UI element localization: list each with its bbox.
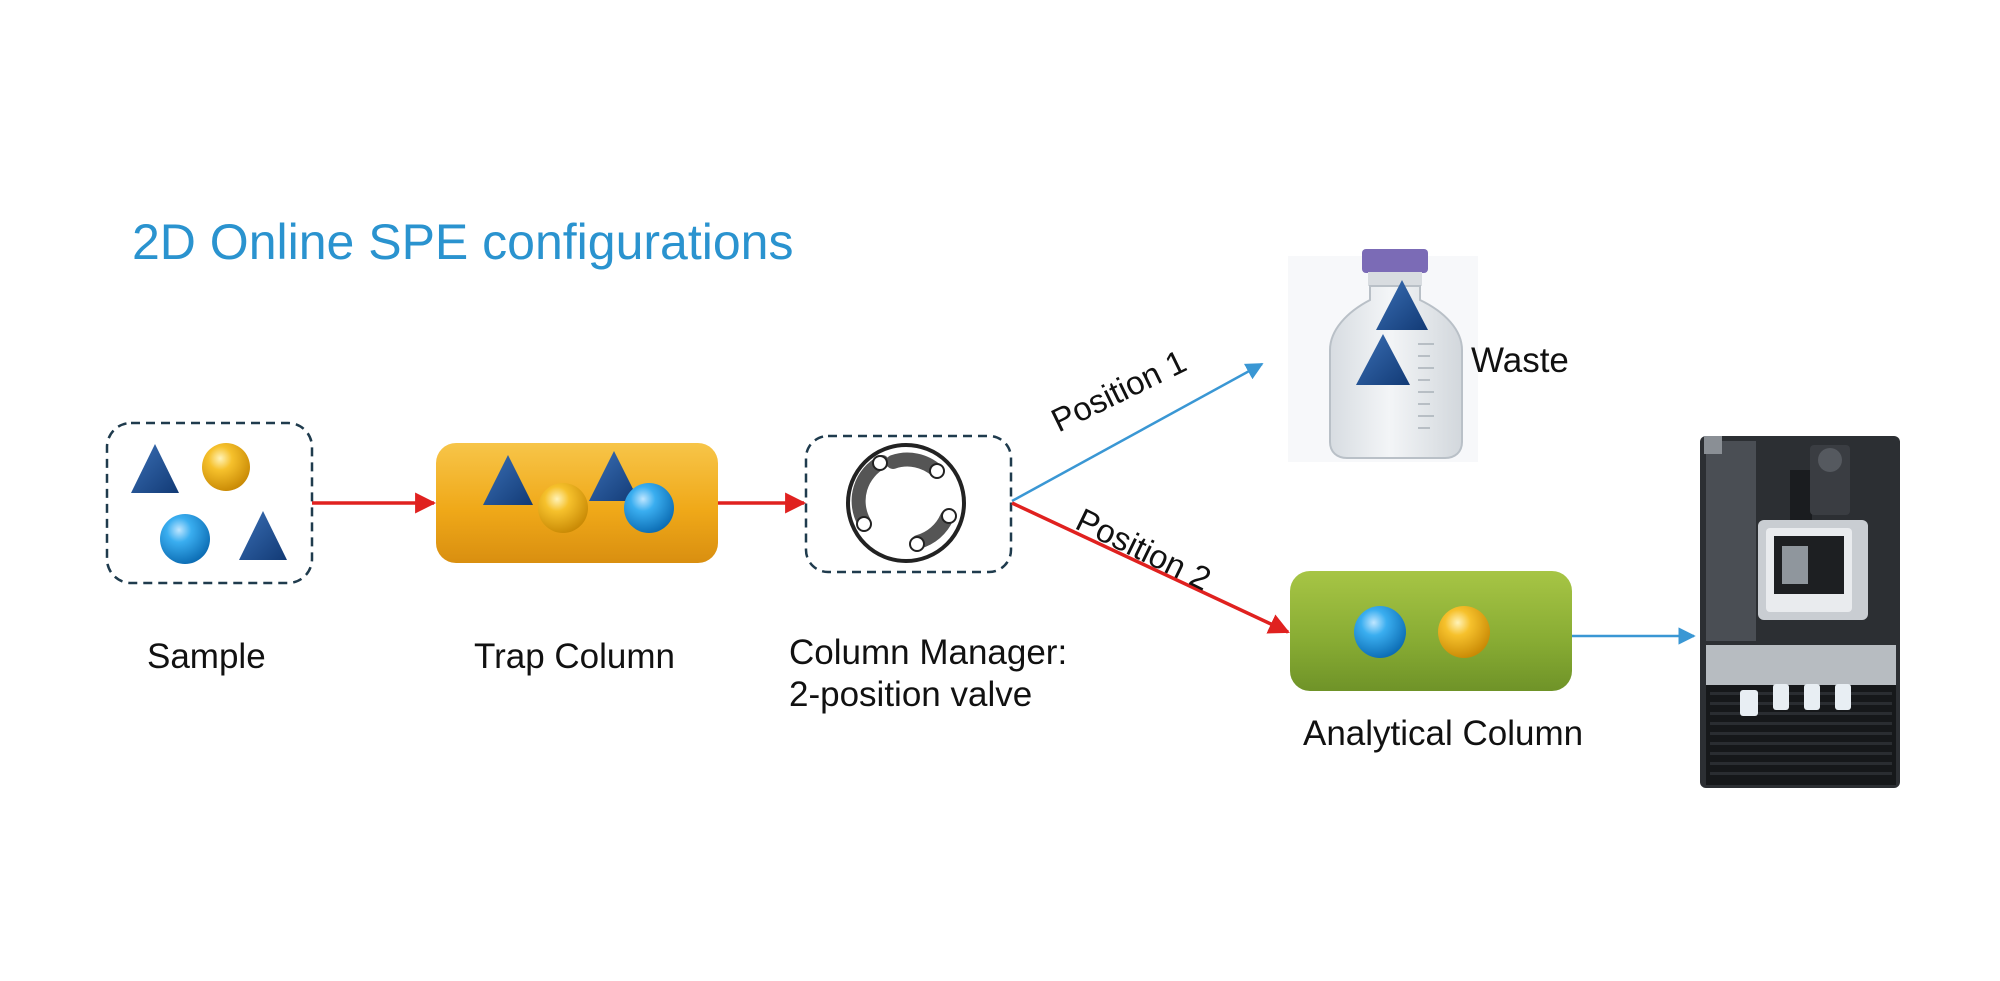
- valve-icon: [846, 443, 966, 563]
- triangle-analyte-icon: [483, 455, 533, 505]
- triangle-analyte-icon: [239, 511, 287, 560]
- sphere-analyte-icon: [160, 514, 210, 564]
- analytical-column: [1290, 571, 1572, 691]
- sphere-analyte-icon: [1438, 606, 1490, 658]
- triangle-analyte-icon: [131, 444, 179, 493]
- sphere-analyte-icon: [538, 483, 588, 533]
- triangle-analyte-icon: [1356, 334, 1410, 385]
- column-manager-valve: [804, 434, 1013, 574]
- waste-bottle-icon: [1288, 249, 1478, 462]
- triangle-analyte-icon: [589, 451, 639, 501]
- column-manager-line-2: 2-position valve: [789, 675, 1033, 714]
- position-2-arrow: [1011, 501, 1290, 634]
- trap-column-label: Trap Column: [474, 637, 675, 676]
- analytical-column-label: Analytical Column: [1303, 714, 1584, 753]
- position-1-arrow: [1011, 362, 1264, 503]
- sample-box: [105, 421, 314, 585]
- column-manager-line-1: Column Manager:: [789, 633, 1068, 672]
- sample-label: Sample: [147, 637, 266, 676]
- trap-column: [436, 443, 718, 563]
- triangle-analyte-icon: [1376, 280, 1428, 330]
- column-manager-label: Column Manager: 2-position valve: [789, 632, 1067, 716]
- waste-label: Waste: [1471, 341, 1569, 380]
- mass-spectrometer-icon: [1700, 436, 1900, 788]
- diagram-title: 2D Online SPE configurations: [132, 214, 794, 270]
- sphere-analyte-icon: [624, 483, 674, 533]
- sphere-analyte-icon: [202, 443, 250, 491]
- sphere-analyte-icon: [1354, 606, 1406, 658]
